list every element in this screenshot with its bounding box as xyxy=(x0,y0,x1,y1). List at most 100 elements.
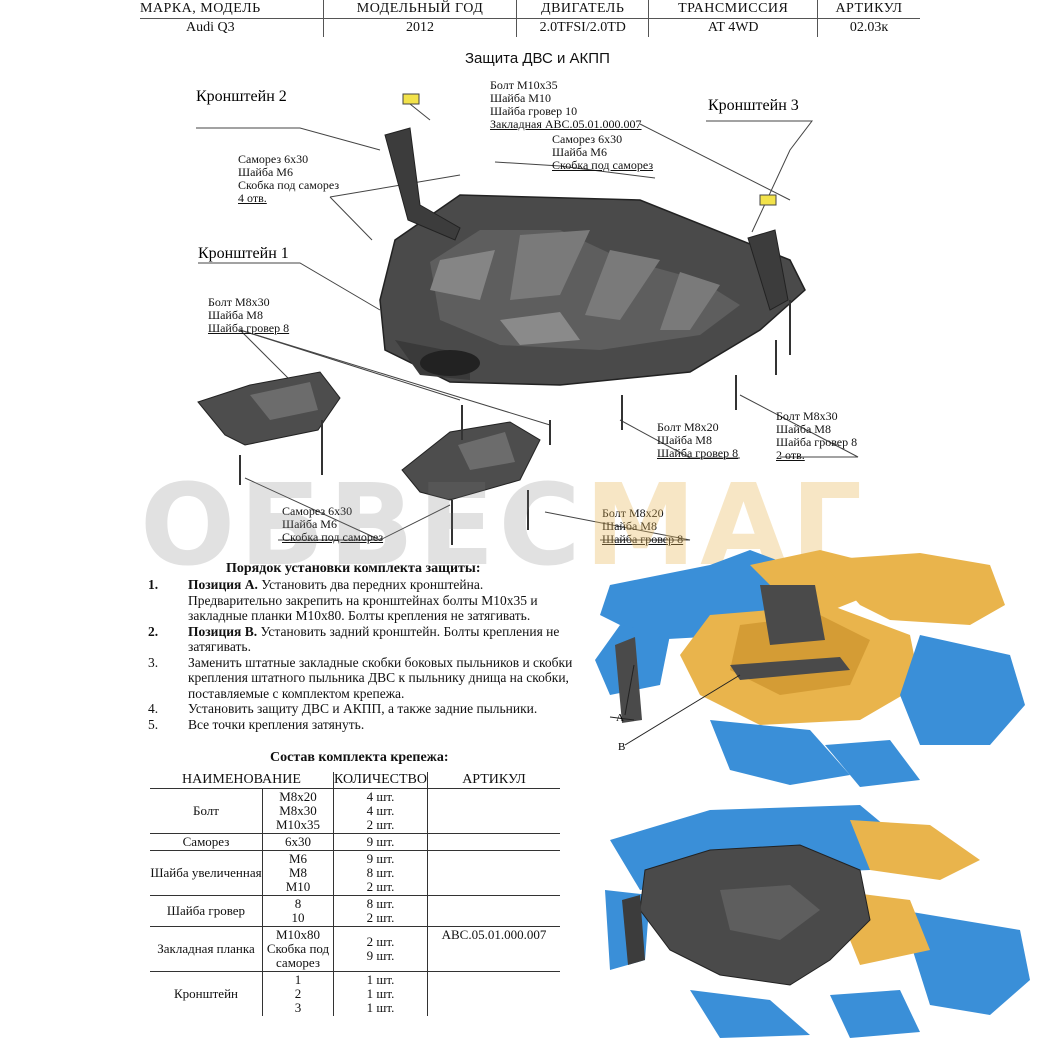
leader-lines xyxy=(196,103,859,541)
kit-cell-qty: 4 шт.4 шт.2 шт. xyxy=(333,788,428,834)
kit-cell-name: Шайба гровер xyxy=(150,895,263,927)
kit-size: М6 xyxy=(288,851,308,866)
note-line: Болт М8х30 xyxy=(776,409,838,423)
note-line: Саморез 6х30 xyxy=(282,504,353,518)
kit-size: 2 xyxy=(294,986,302,1001)
install-title: Порядок установки комплекта защиты: xyxy=(226,561,481,576)
kit-title: Состав комплекта крепежа: xyxy=(270,750,449,765)
skid-plate xyxy=(379,194,806,386)
note-line: Шайба М8 xyxy=(602,519,657,533)
kit-cell-art xyxy=(427,788,560,834)
header-col-transmission: ТРАНСМИССИЯ xyxy=(648,0,818,19)
label-position-b: В xyxy=(618,741,625,753)
kit-cell-art xyxy=(427,895,560,927)
step-number: 2. xyxy=(148,623,159,639)
kit-cell-name: Саморез xyxy=(150,833,263,851)
kit-qty: 9 шт. xyxy=(366,851,395,866)
step-number: 4. xyxy=(148,701,159,716)
bracket-2 xyxy=(384,127,461,241)
kit-size: 10 xyxy=(291,910,305,925)
kit-size: М10 xyxy=(285,879,311,894)
install-step: 3.Заменить штатные закладные скобки боко… xyxy=(148,655,578,702)
kit-cell-art: АВС.05.01.000.007 xyxy=(427,926,560,972)
kit-qty: 2 шт. xyxy=(366,934,395,949)
note-top-fasteners: Болт М10х35 Шайба М10 Шайба гровер 10 За… xyxy=(490,79,642,131)
label-bracket-3: Кронштейн 3 xyxy=(708,97,799,114)
kit-cell-art xyxy=(427,971,560,1016)
note-line: Болт М8х20 xyxy=(602,506,664,520)
install-steps: 1.Позиция А. Установить два передних кро… xyxy=(148,577,578,732)
step-text: Установить задний кронштейн. Болты крепл… xyxy=(188,623,560,655)
kit-cell-qty: 1 шт.1 шт.1 шт. xyxy=(333,971,428,1016)
kit-header-name: НАИМЕНОВАНИЕ xyxy=(150,772,334,789)
kit-cell-art xyxy=(427,850,560,896)
kit-cell-qty: 9 шт.8 шт.2 шт. xyxy=(333,850,428,896)
note-line: Саморез 6х30 xyxy=(552,132,623,146)
kit-qty: 9 шт. xyxy=(366,948,395,963)
note-line: 2 отв. xyxy=(776,448,805,462)
note-line: Скобка под саморез xyxy=(282,530,384,544)
kit-qty: 2 шт. xyxy=(366,879,395,894)
kit-cell-qty: 8 шт.2 шт. xyxy=(333,895,428,927)
note-line: Саморез 6х30 xyxy=(238,152,309,166)
note-line: Шайба М8 xyxy=(657,433,712,447)
kit-size: М10х80 xyxy=(275,927,321,942)
assembly-diagram: Кронштейн 2 Кронштейн 3 Кронштейн 1 xyxy=(196,88,859,545)
install-step: 5.Все точки крепления затянуть. xyxy=(148,717,578,733)
kit-header-art: АРТИКУЛ xyxy=(427,772,560,789)
step-text: Все точки крепления затянуть. xyxy=(188,716,365,732)
note-line: Скобка под саморез xyxy=(552,158,654,172)
kit-cell-name: Кронштейн xyxy=(150,971,263,1016)
note-line: Шайба М6 xyxy=(282,517,337,531)
kit-size: 8 xyxy=(294,896,302,911)
install-step: 2. Позиция В. Установить задний кронштейн… xyxy=(148,624,578,655)
note-bolt-bottom: Болт М8х20 Шайба М8 Шайба гровер 8 xyxy=(602,507,683,546)
note-line: Шайба гровер 8 xyxy=(657,446,739,460)
kit-qty: 2 шт. xyxy=(366,910,395,925)
note-top-line: Шайба М10 xyxy=(490,91,551,105)
embedded-plate-right xyxy=(759,194,777,206)
kit-size: М10х35 xyxy=(275,817,321,832)
header-val-engine: 2.0TFSI/2.0TD xyxy=(516,18,649,37)
kit-table: НАИМЕНОВАНИЕ КОЛИЧЕСТВО АРТИКУЛ Болт М8х… xyxy=(150,772,560,1016)
note-bolt-mid: Болт М8х20 Шайба М8 Шайба гровер 8 xyxy=(657,421,738,460)
diagram-title: Защита ДВС и АКПП xyxy=(465,50,610,67)
side-cover-right xyxy=(401,421,541,501)
note-line: Шайба гровер 8 xyxy=(602,532,684,546)
header-row-values: Audi Q3 2012 2.0TFSI/2.0TD AT 4WD 02.03к xyxy=(140,18,920,37)
note-bolt-left: Болт М8х30 Шайба М8 Шайба гровер 8 xyxy=(208,296,289,335)
note-line: Шайба гровер 8 xyxy=(776,435,858,449)
note-screw-top: Саморез 6х30 Шайба М6 Скобка под саморез xyxy=(552,133,653,172)
step-lead: Позиция А. xyxy=(188,577,258,592)
note-line: Шайба М6 xyxy=(238,165,293,179)
kit-size: Скобка под саморез xyxy=(266,941,330,970)
note-line: Скобка под саморез xyxy=(238,178,340,192)
bracket-3 xyxy=(747,229,789,311)
header-col-article: АРТИКУЛ xyxy=(817,0,920,19)
step-lead: Позиция В. xyxy=(188,623,258,639)
kit-qty: 1 шт. xyxy=(366,986,395,1001)
note-line: Шайба гровер 8 xyxy=(208,321,290,335)
header-val-model: Audi Q3 xyxy=(186,20,235,35)
vehicle-render-after xyxy=(605,805,1030,1038)
vehicle-render-before: А В xyxy=(595,550,1025,787)
note-line: Болт М8х20 xyxy=(657,420,719,434)
header-col-model: МАРКА, МОДЕЛЬ xyxy=(140,0,324,19)
step-number: 1. xyxy=(148,577,159,592)
note-line: Шайба М8 xyxy=(208,308,263,322)
kit-cell-name: Шайба увеличенная xyxy=(150,850,263,896)
kit-size: 3 xyxy=(294,1000,302,1015)
header-val-transmission: AT 4WD xyxy=(648,18,818,37)
kit-qty: 1 шт. xyxy=(366,972,395,987)
side-cover-left xyxy=(197,371,341,446)
install-step: 4.Установить защиту ДВС и АКПП, а также … xyxy=(148,701,578,717)
note-top-line: Закладная АВС.05.01.000.007 xyxy=(490,117,642,131)
label-bracket-2: Кронштейн 2 xyxy=(196,88,287,105)
